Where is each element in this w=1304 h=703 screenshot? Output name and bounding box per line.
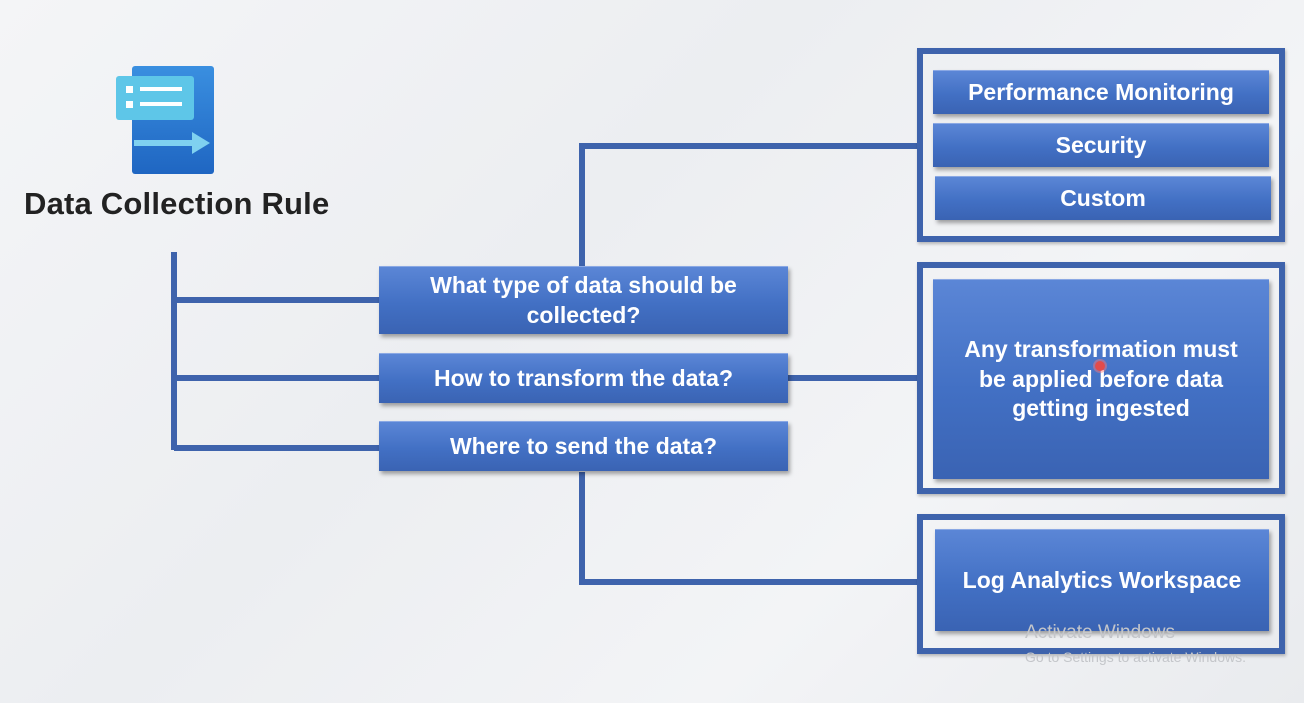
watermark-subtitle: Go to Settings to activate Windows. <box>1025 649 1246 665</box>
destination-frame <box>917 514 1285 654</box>
question-destination-label: Where to send the data? <box>449 432 718 459</box>
watermark-title: Activate Windows <box>1025 622 1175 643</box>
data-type-custom-label: Custom <box>1060 184 1146 211</box>
data-type-security: Security <box>933 123 1269 167</box>
transformation-note-label: Any transformation must be applied befor… <box>964 335 1238 422</box>
data-type-custom: Custom <box>935 176 1271 220</box>
rule-title: Data Collection Rule <box>24 186 330 221</box>
data-type-performance-monitoring: Performance Monitoring <box>933 70 1269 114</box>
question-transform-label: How to transform the data? <box>433 364 733 391</box>
connector-question3-to-destination <box>579 472 918 585</box>
question-data-type-label: What type of data should be collected? <box>430 271 737 328</box>
data-type-performance-monitoring-label: Performance Monitoring <box>968 78 1234 105</box>
laser-pointer-dot <box>1095 361 1105 371</box>
question-data-type: What type of data should be collected? <box>379 266 788 334</box>
connector-question1-to-types <box>579 143 918 266</box>
destination-log-analytics-workspace: Log Analytics Workspace <box>935 529 1269 631</box>
destination-label: Log Analytics Workspace <box>962 566 1242 593</box>
question-destination: Where to send the data? <box>379 421 788 471</box>
question-transform: How to transform the data? <box>379 353 788 403</box>
transformation-frame <box>917 262 1285 494</box>
data-type-security-label: Security <box>1055 131 1147 158</box>
transformation-note: Any transformation must be applied befor… <box>933 279 1269 479</box>
data-collection-rule-icon <box>116 66 214 174</box>
data-types-frame <box>917 48 1285 242</box>
